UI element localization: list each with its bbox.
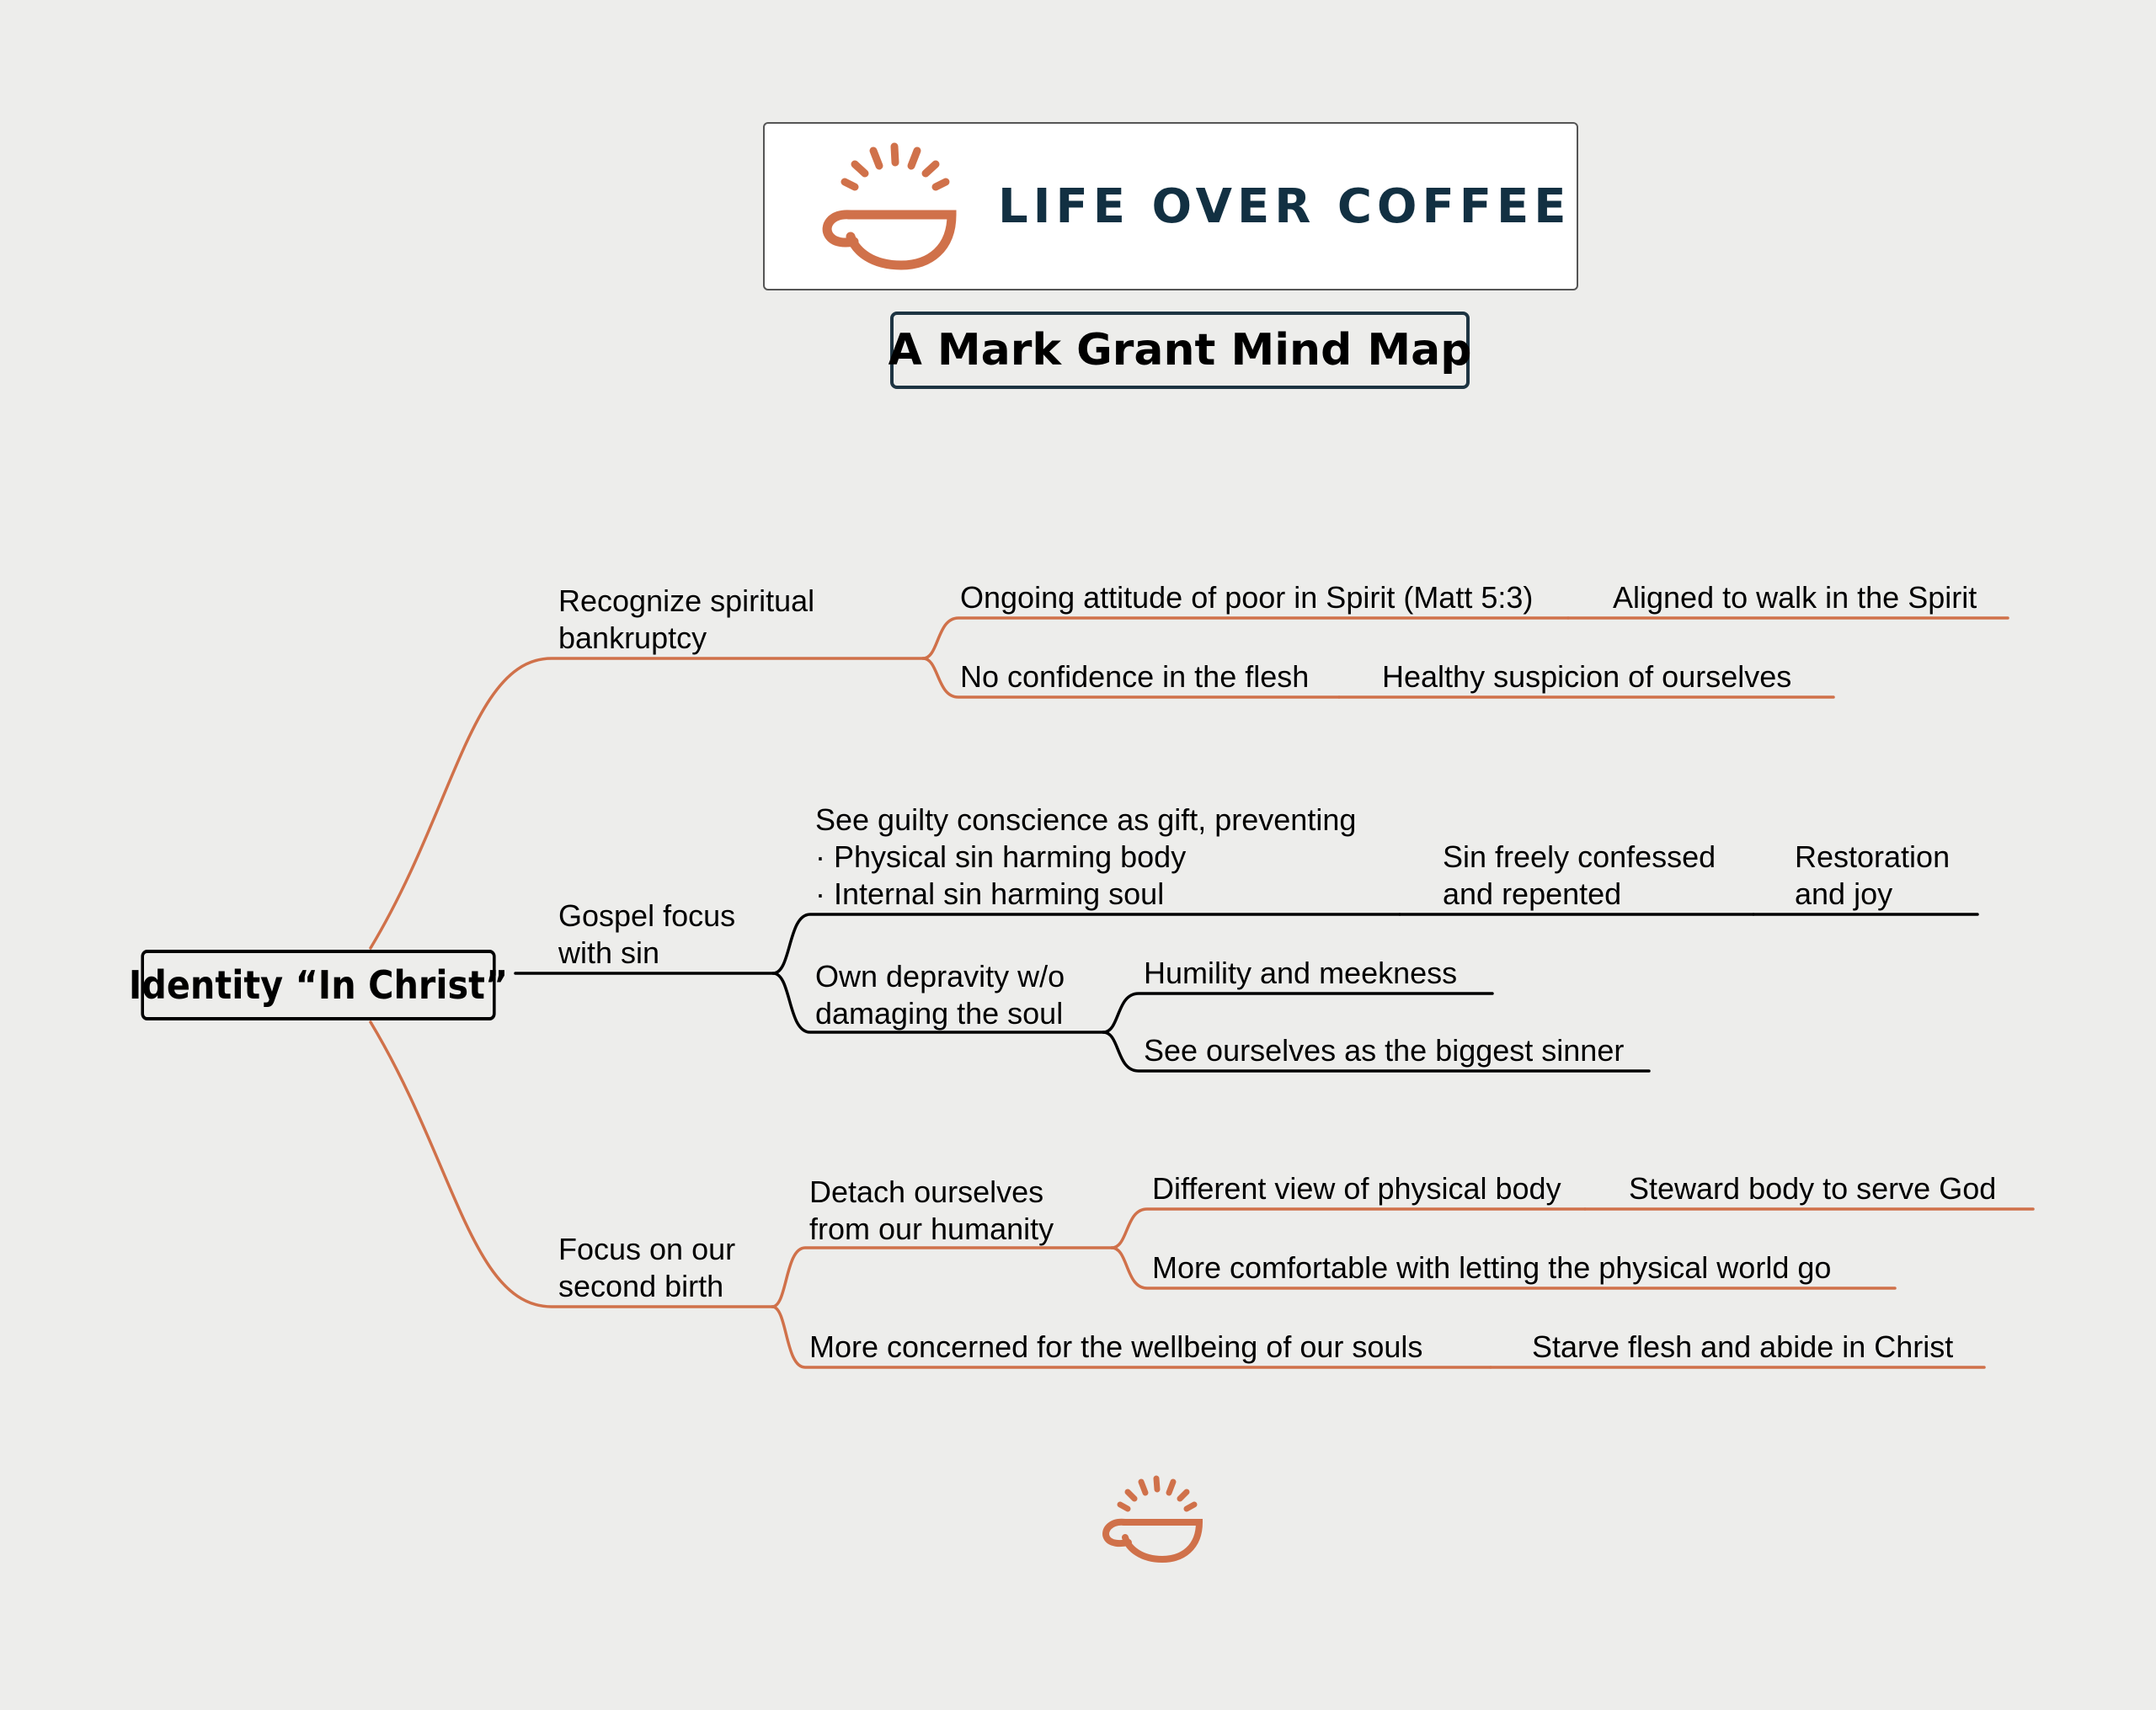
node-guilty-conscience[interactable]: See guilty conscience as gift, preventin… — [815, 802, 1356, 913]
node-label-line: Gospel focus — [558, 898, 736, 933]
node-no-confidence-flesh[interactable]: No confidence in the flesh — [960, 658, 1309, 695]
node-label-line: with sin — [558, 935, 660, 970]
node-label-line: Restoration — [1795, 839, 1951, 874]
link-birth-to-detach — [771, 1246, 1113, 1308]
node-label-line: second birth — [558, 1269, 724, 1303]
node-label-line: Humility and meekness — [1144, 956, 1458, 990]
node-label-line: Sin freely confessed — [1443, 839, 1716, 874]
node-letting-world-go[interactable]: More comfortable with letting the physic… — [1152, 1249, 1831, 1286]
brand-logo-banner — [763, 122, 1578, 290]
node-label-line: Healthy suspicion of ourselves — [1382, 659, 1792, 694]
node-label-line: · Physical sin harming body — [815, 839, 1187, 874]
node-steward-body[interactable]: Steward body to serve God — [1629, 1170, 1996, 1207]
node-humility-meekness[interactable]: Humility and meekness — [1144, 955, 1457, 992]
node-healthy-suspicion[interactable]: Healthy suspicion of ourselves — [1382, 658, 1791, 695]
link-recognize-to-noconfidence — [921, 657, 1341, 699]
node-label-line: and repented — [1443, 876, 1622, 911]
brand-name: LIFE OVER COFFEE — [998, 179, 1572, 234]
coffee-cup-sunrise-icon — [822, 142, 957, 270]
node-label-line: Focus on our — [558, 1232, 736, 1266]
page-subtitle: A Mark Grant Mind Map — [889, 312, 1471, 389]
node-concerned-souls[interactable]: More concerned for the wellbeing of our … — [809, 1329, 1422, 1366]
node-label-line: Starve flesh and abide in Christ — [1532, 1329, 1954, 1364]
node-label-line: No confidence in the flesh — [960, 659, 1310, 694]
node-label-line: Different view of physical body — [1152, 1171, 1561, 1206]
link-gospel-to-depravity — [771, 972, 1105, 1034]
node-aligned-to-walk[interactable]: Aligned to walk in the Spirit — [1613, 579, 1977, 616]
link-root-to-focus-birth — [369, 1020, 774, 1308]
link-detach-to-comfortable — [1110, 1246, 1897, 1290]
node-own-depravity[interactable]: Own depravity w/o damaging the soul — [815, 958, 1065, 1032]
node-label-line: bankruptcy — [558, 621, 707, 655]
node-label-line: Ongoing attitude of poor in Spirit (Matt… — [960, 580, 1534, 615]
root-node[interactable]: Identity “In Christ” — [129, 950, 508, 1020]
node-restoration-joy[interactable]: Restoration and joy — [1795, 839, 1950, 913]
node-label-line: Aligned to walk in the Spirit — [1613, 580, 1977, 615]
node-label-line: See ourselves as the biggest sinner — [1144, 1033, 1625, 1068]
node-starve-flesh[interactable]: Starve flesh and abide in Christ — [1532, 1329, 1953, 1366]
node-label-line: from our humanity — [809, 1212, 1054, 1246]
node-label-line: More concerned for the wellbeing of our … — [809, 1329, 1423, 1364]
link-depravity-to-humility — [1102, 992, 1494, 1034]
node-biggest-sinner[interactable]: See ourselves as the biggest sinner — [1144, 1032, 1624, 1069]
node-label-line: Steward body to serve God — [1629, 1171, 1997, 1206]
node-different-view-body[interactable]: Different view of physical body — [1152, 1170, 1561, 1207]
node-label-line: Own depravity w/o — [815, 959, 1065, 994]
link-detach-to-different — [1110, 1207, 1587, 1249]
node-detach-humanity[interactable]: Detach ourselves from our humanity — [809, 1174, 1054, 1248]
node-label-line: More comfortable with letting the physic… — [1152, 1250, 1832, 1285]
branch-recognize-spiritual-bankruptcy[interactable]: Recognize spiritual bankruptcy — [558, 583, 814, 657]
node-label-line: · Internal sin harming soul — [815, 876, 1165, 911]
link-birth-to-concerned — [771, 1305, 1492, 1369]
node-label-line: and joy — [1795, 876, 1893, 911]
node-label-line: See guilty conscience as gift, preventin… — [815, 802, 1357, 837]
link-gospel-to-conscience — [771, 913, 1401, 975]
node-sin-confessed[interactable]: Sin freely confessed and repented — [1443, 839, 1716, 913]
footer-coffee-cup-icon — [1102, 1475, 1203, 1564]
node-label-line: Detach ourselves — [809, 1175, 1044, 1209]
branch-focus-on-second-birth[interactable]: Focus on our second birth — [558, 1231, 735, 1305]
branch-gospel-focus-with-sin[interactable]: Gospel focus with sin — [558, 898, 735, 972]
node-label-line: damaging the soul — [815, 996, 1064, 1031]
link-depravity-to-biggest-sinner — [1102, 1031, 1651, 1073]
link-recognize-to-ongoing — [921, 616, 1570, 660]
node-ongoing-attitude[interactable]: Ongoing attitude of poor in Spirit (Matt… — [960, 579, 1533, 616]
node-label-line: Recognize spiritual — [558, 583, 815, 618]
link-root-to-recognize — [369, 657, 925, 950]
